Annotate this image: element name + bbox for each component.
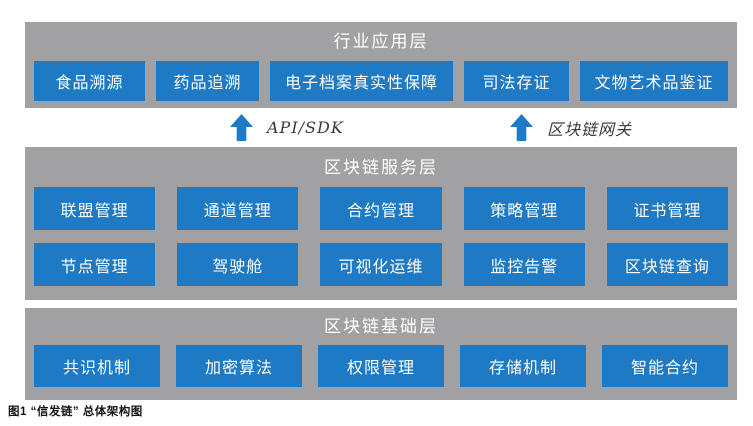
connector-api-sdk: API/SDK: [230, 114, 344, 141]
up-arrow-icon: [230, 114, 253, 141]
service-box-alliance-management: 联盟管理: [34, 187, 156, 230]
service-box-contract-management: 合约管理: [320, 187, 442, 230]
service-box-visual-operations: 可视化运维: [320, 243, 442, 286]
app-box-drug-traceability: 药品追溯: [156, 61, 259, 101]
application-box-row: 食品溯源 药品追溯 电子档案真实性保障 司法存证 文物艺术品鉴证: [25, 61, 737, 101]
layer-title-blockchain-service: 区块链服务层: [324, 158, 438, 177]
service-box-node-management: 节点管理: [34, 243, 156, 286]
service-box-channel-management: 通道管理: [177, 187, 299, 230]
service-box-row-2: 节点管理 驾驶舱 可视化运维 监控告警 区块链查询: [25, 243, 737, 286]
foundation-box-consensus-mechanism: 共识机制: [34, 345, 160, 387]
service-box-certificate-management: 证书管理: [606, 187, 729, 230]
app-box-food-traceability: 食品溯源: [34, 61, 145, 101]
connector-blockchain-gateway: 区块链网关: [510, 114, 632, 141]
foundation-box-storage-mechanism: 存储机制: [460, 345, 586, 387]
connector-label-blockchain-gateway: 区块链网关: [547, 119, 633, 139]
layer-blockchain-service: 区块链服务层 联盟管理 通道管理 合约管理 策略管理 证书管理 节点管理 驾驶舱…: [25, 147, 737, 300]
layer-industry-application: 行业应用层 食品溯源 药品追溯 电子档案真实性保障 司法存证 文物艺术品鉴证: [25, 22, 737, 108]
layer-title-blockchain-foundation: 区块链基础层: [324, 317, 438, 336]
service-box-cockpit: 驾驶舱: [177, 243, 299, 286]
layer-title-industry-application: 行业应用层: [333, 32, 429, 51]
app-box-artifact-authentication: 文物艺术品鉴证: [580, 61, 728, 101]
app-box-earchive-authenticity: 电子档案真实性保障: [270, 61, 453, 101]
figure-caption: 图1 “信发链” 总体架构图: [8, 406, 143, 418]
service-box-policy-management: 策略管理: [463, 187, 585, 230]
up-arrow-icon: [510, 114, 533, 141]
connector-label-api-sdk: API/SDK: [267, 118, 344, 137]
layer-blockchain-foundation: 区块链基础层 共识机制 加密算法 权限管理 存储机制 智能合约: [25, 308, 737, 400]
app-box-judicial-deposit: 司法存证: [464, 61, 569, 101]
service-box-monitoring-alerts: 监控告警: [463, 243, 585, 286]
connector-row: API/SDK 区块链网关: [25, 108, 737, 147]
foundation-box-row: 共识机制 加密算法 权限管理 存储机制 智能合约: [25, 345, 737, 387]
service-box-blockchain-query: 区块链查询: [606, 243, 729, 286]
service-box-row-1: 联盟管理 通道管理 合约管理 策略管理 证书管理: [25, 187, 737, 230]
foundation-box-permission-management: 权限管理: [318, 345, 444, 387]
foundation-box-encryption-algorithm: 加密算法: [176, 345, 302, 387]
foundation-box-smart-contract: 智能合约: [602, 345, 728, 387]
